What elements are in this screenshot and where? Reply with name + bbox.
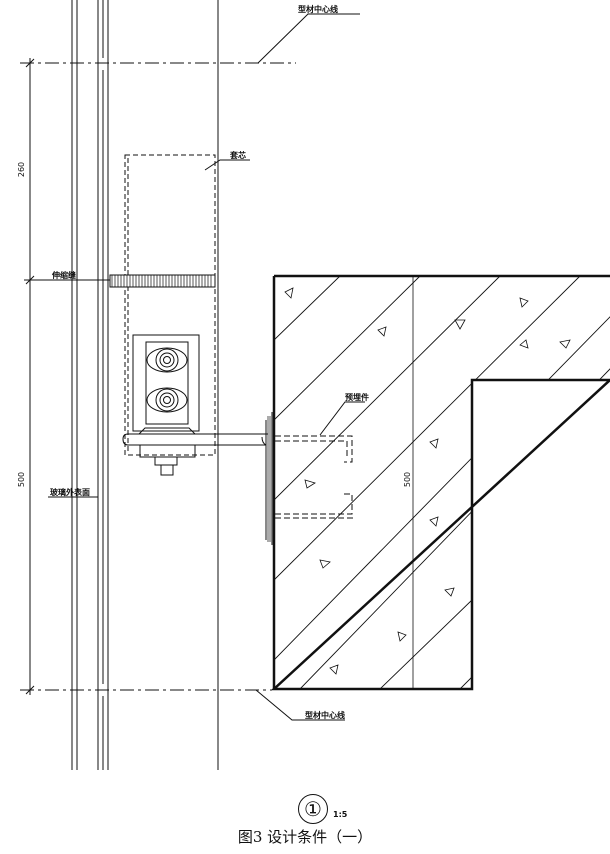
concrete-hatch — [274, 276, 610, 689]
label-embedded-part: 预埋件 — [345, 393, 369, 402]
concrete-slab — [270, 274, 610, 691]
core-sleeve — [124, 154, 216, 456]
label-glass-outer-surface: 玻璃外表面 — [50, 488, 90, 497]
angle-bracket — [128, 433, 268, 446]
dimension-lower: 500 — [17, 471, 27, 488]
dimension-slab: 500 — [403, 471, 413, 488]
label-expansion-joint: 伸缩缝 — [52, 271, 76, 280]
label-profile-centerline-bottom: 型材中心线 — [305, 711, 345, 720]
dimension-upper: 260 — [17, 161, 27, 178]
bolt-icon — [146, 347, 188, 413]
detail-number: ① — [298, 794, 328, 824]
label-profile-centerline-top: 型材中心线 — [298, 5, 338, 14]
aggregate-triangles — [284, 287, 571, 675]
detail-scale: 1:5 — [333, 810, 348, 819]
glass-panel — [97, 0, 109, 770]
figure-caption: 图3 设计条件（一） — [237, 828, 373, 846]
label-core-sleeve: 套芯 — [230, 151, 246, 160]
embedded-anchor — [275, 435, 356, 519]
bracket-box — [132, 334, 200, 432]
